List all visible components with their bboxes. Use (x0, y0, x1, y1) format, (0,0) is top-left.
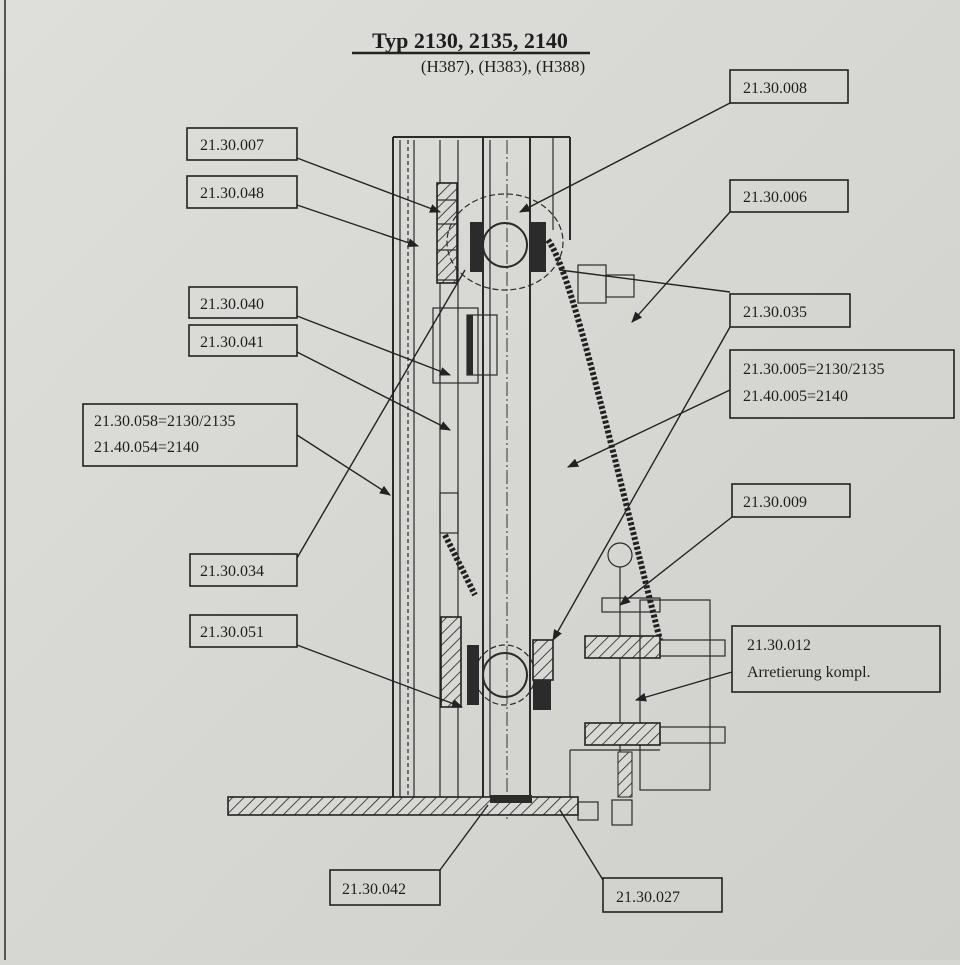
label-21-40-005: 21.40.005=2140 (743, 388, 848, 405)
label-21-30-027: 21.30.027 (616, 889, 680, 906)
label-21-30-034: 21.30.034 (200, 563, 264, 580)
label-21-30-012: 21.30.012 (747, 637, 811, 654)
part-labels: 21.30.007 21.30.048 21.30.040 21.30.041 … (82, 69, 955, 913)
label-21-30-005: 21.30.005=2130/2135 (743, 361, 884, 378)
label-21-40-054: 21.40.054=2140 (94, 439, 199, 456)
label-21-30-007: 21.30.007 (200, 137, 264, 154)
drawing-title: Typ 2130, 2135, 2140 (372, 28, 568, 53)
column-assembly (227, 136, 726, 826)
label-21-30-051: 21.30.051 (200, 624, 264, 641)
leader-lines (296, 102, 733, 881)
label-21-30-035: 21.30.035 (743, 304, 807, 321)
label-21-30-058: 21.30.058=2130/2135 (94, 413, 235, 430)
drawing-subtitle: (H387), (H383), (H388) (421, 57, 585, 76)
label-21-30-048: 21.30.048 (200, 185, 264, 202)
label-21-30-009: 21.30.009 (743, 494, 807, 511)
label-21-30-042: 21.30.042 (342, 881, 406, 898)
label-21-30-006: 21.30.006 (743, 189, 807, 206)
label-arretierung: Arretierung kompl. (747, 664, 871, 681)
label-21-30-008: 21.30.008 (743, 80, 807, 97)
label-21-30-041: 21.30.041 (200, 334, 264, 351)
label-21-30-040: 21.30.040 (200, 296, 264, 313)
